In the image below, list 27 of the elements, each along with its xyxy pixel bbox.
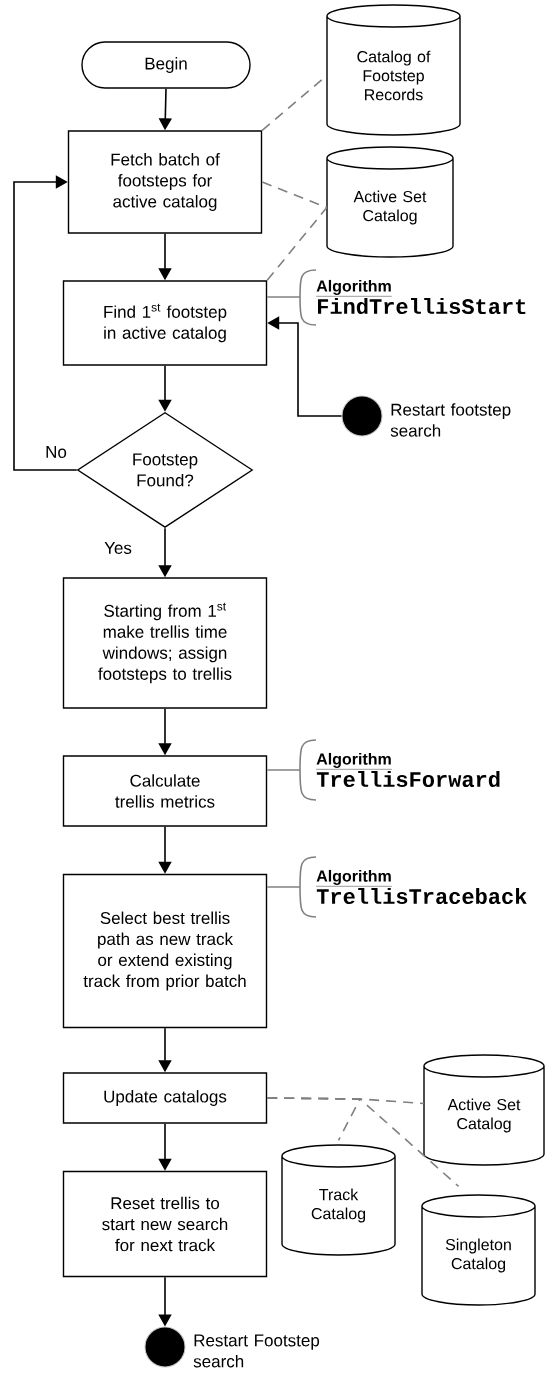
edge-label: No: [44, 445, 68, 459]
terminal-box: Begin: [81, 41, 251, 89]
database-cylinder: Active Set Catalog: [326, 146, 454, 258]
circle-caption: Restart Footstep search: [193, 1334, 320, 1368]
arrow: [13, 175, 78, 471]
process-box: Starting from 1$^{st}$ make trellis time windows; assign footsteps to trellis: [62, 577, 268, 709]
database-cylinder: Singleton Catalog: [421, 1194, 536, 1306]
circle-caption: Restart footstep search: [390, 403, 511, 437]
algorithm-annotation: Algorithm TrellisTraceback: [299, 856, 527, 918]
leader-line: [266, 296, 301, 298]
algorithm-annotation: Algorithm FindTrellisStart: [299, 269, 526, 326]
process-box: Reset trellis to start new search for next track: [62, 1170, 268, 1278]
process-box: Select best trellis path as new track or extend existing track from prior batch: [62, 873, 268, 1029]
process-box: Find 1$^{st}$ footstep in active catalog: [62, 280, 268, 366]
edge-label: Yes: [103, 541, 133, 555]
process-box: Fetch batch of footsteps for active catalog: [67, 130, 263, 234]
process-box: Calculate trellis metrics: [62, 755, 268, 827]
database-cylinder: Catalog of Footstep Records: [326, 4, 461, 136]
leader-line: [266, 886, 301, 888]
dashed-connector: [266, 206, 328, 282]
database-cylinder: Active Set Catalog: [423, 1054, 545, 1166]
dashed-connector: [261, 181, 328, 209]
dashed-connector: [266, 1097, 460, 1188]
leader-line: [266, 769, 301, 771]
database-cylinder: Track Catalog: [281, 1144, 396, 1256]
algorithm-annotation: Algorithm TrellisForward: [299, 739, 500, 801]
process-box: Update catalogs: [62, 1072, 268, 1124]
